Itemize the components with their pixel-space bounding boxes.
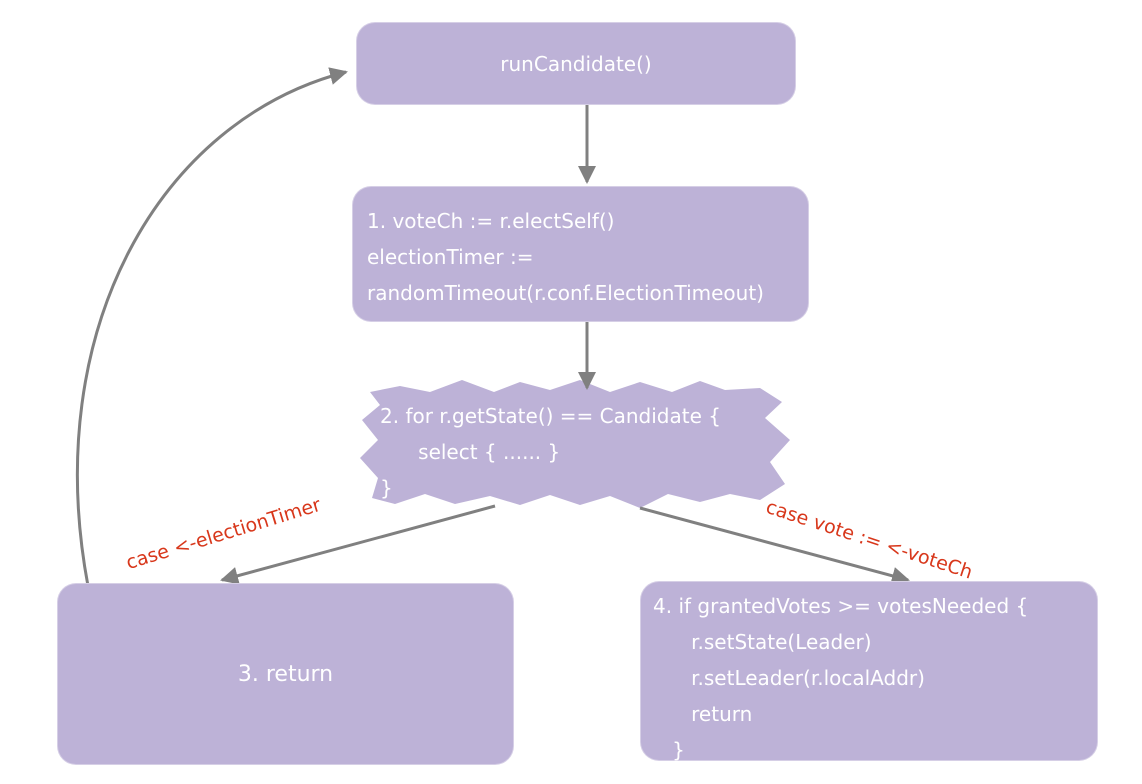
candidate-loop-shape	[360, 380, 790, 508]
elect-self-line: electionTimer :=	[367, 245, 534, 269]
candidate-loop-line: select { ...... }	[380, 440, 561, 464]
candidate-loop-line: }	[380, 476, 393, 500]
win-election-node: 4. if grantedVotes >= votesNeeded { r.se…	[641, 582, 1097, 762]
elect-self-line: randomTimeout(r.conf.ElectionTimeout)	[367, 281, 764, 305]
elect-self-line: 1. voteCh := r.electSelf()	[367, 209, 615, 233]
run-candidate-node: runCandidate()	[357, 23, 795, 104]
candidate-loop-node: 2. for r.getState() == Candidate { selec…	[380, 398, 721, 506]
win-election-line: 4. if grantedVotes >= votesNeeded {	[653, 594, 1029, 618]
run-candidate-label: runCandidate()	[500, 51, 652, 76]
edge-loop-to-return	[220, 504, 496, 585]
edge-return-to-run	[75, 67, 348, 587]
return-node: 3. return	[58, 584, 513, 764]
candidate-loop-line: 2. for r.getState() == Candidate {	[380, 404, 721, 428]
return-label: 3. return	[237, 661, 334, 687]
elect-self-node: 1. voteCh := r.electSelf() electionTimer…	[353, 187, 808, 321]
edge-loop-to-win	[639, 506, 910, 585]
win-election-line: r.setLeader(r.localAddr)	[653, 666, 925, 690]
win-election-line: return	[653, 702, 753, 726]
win-election-line: r.setState(Leader)	[653, 630, 872, 654]
win-election-line: }	[653, 738, 685, 762]
